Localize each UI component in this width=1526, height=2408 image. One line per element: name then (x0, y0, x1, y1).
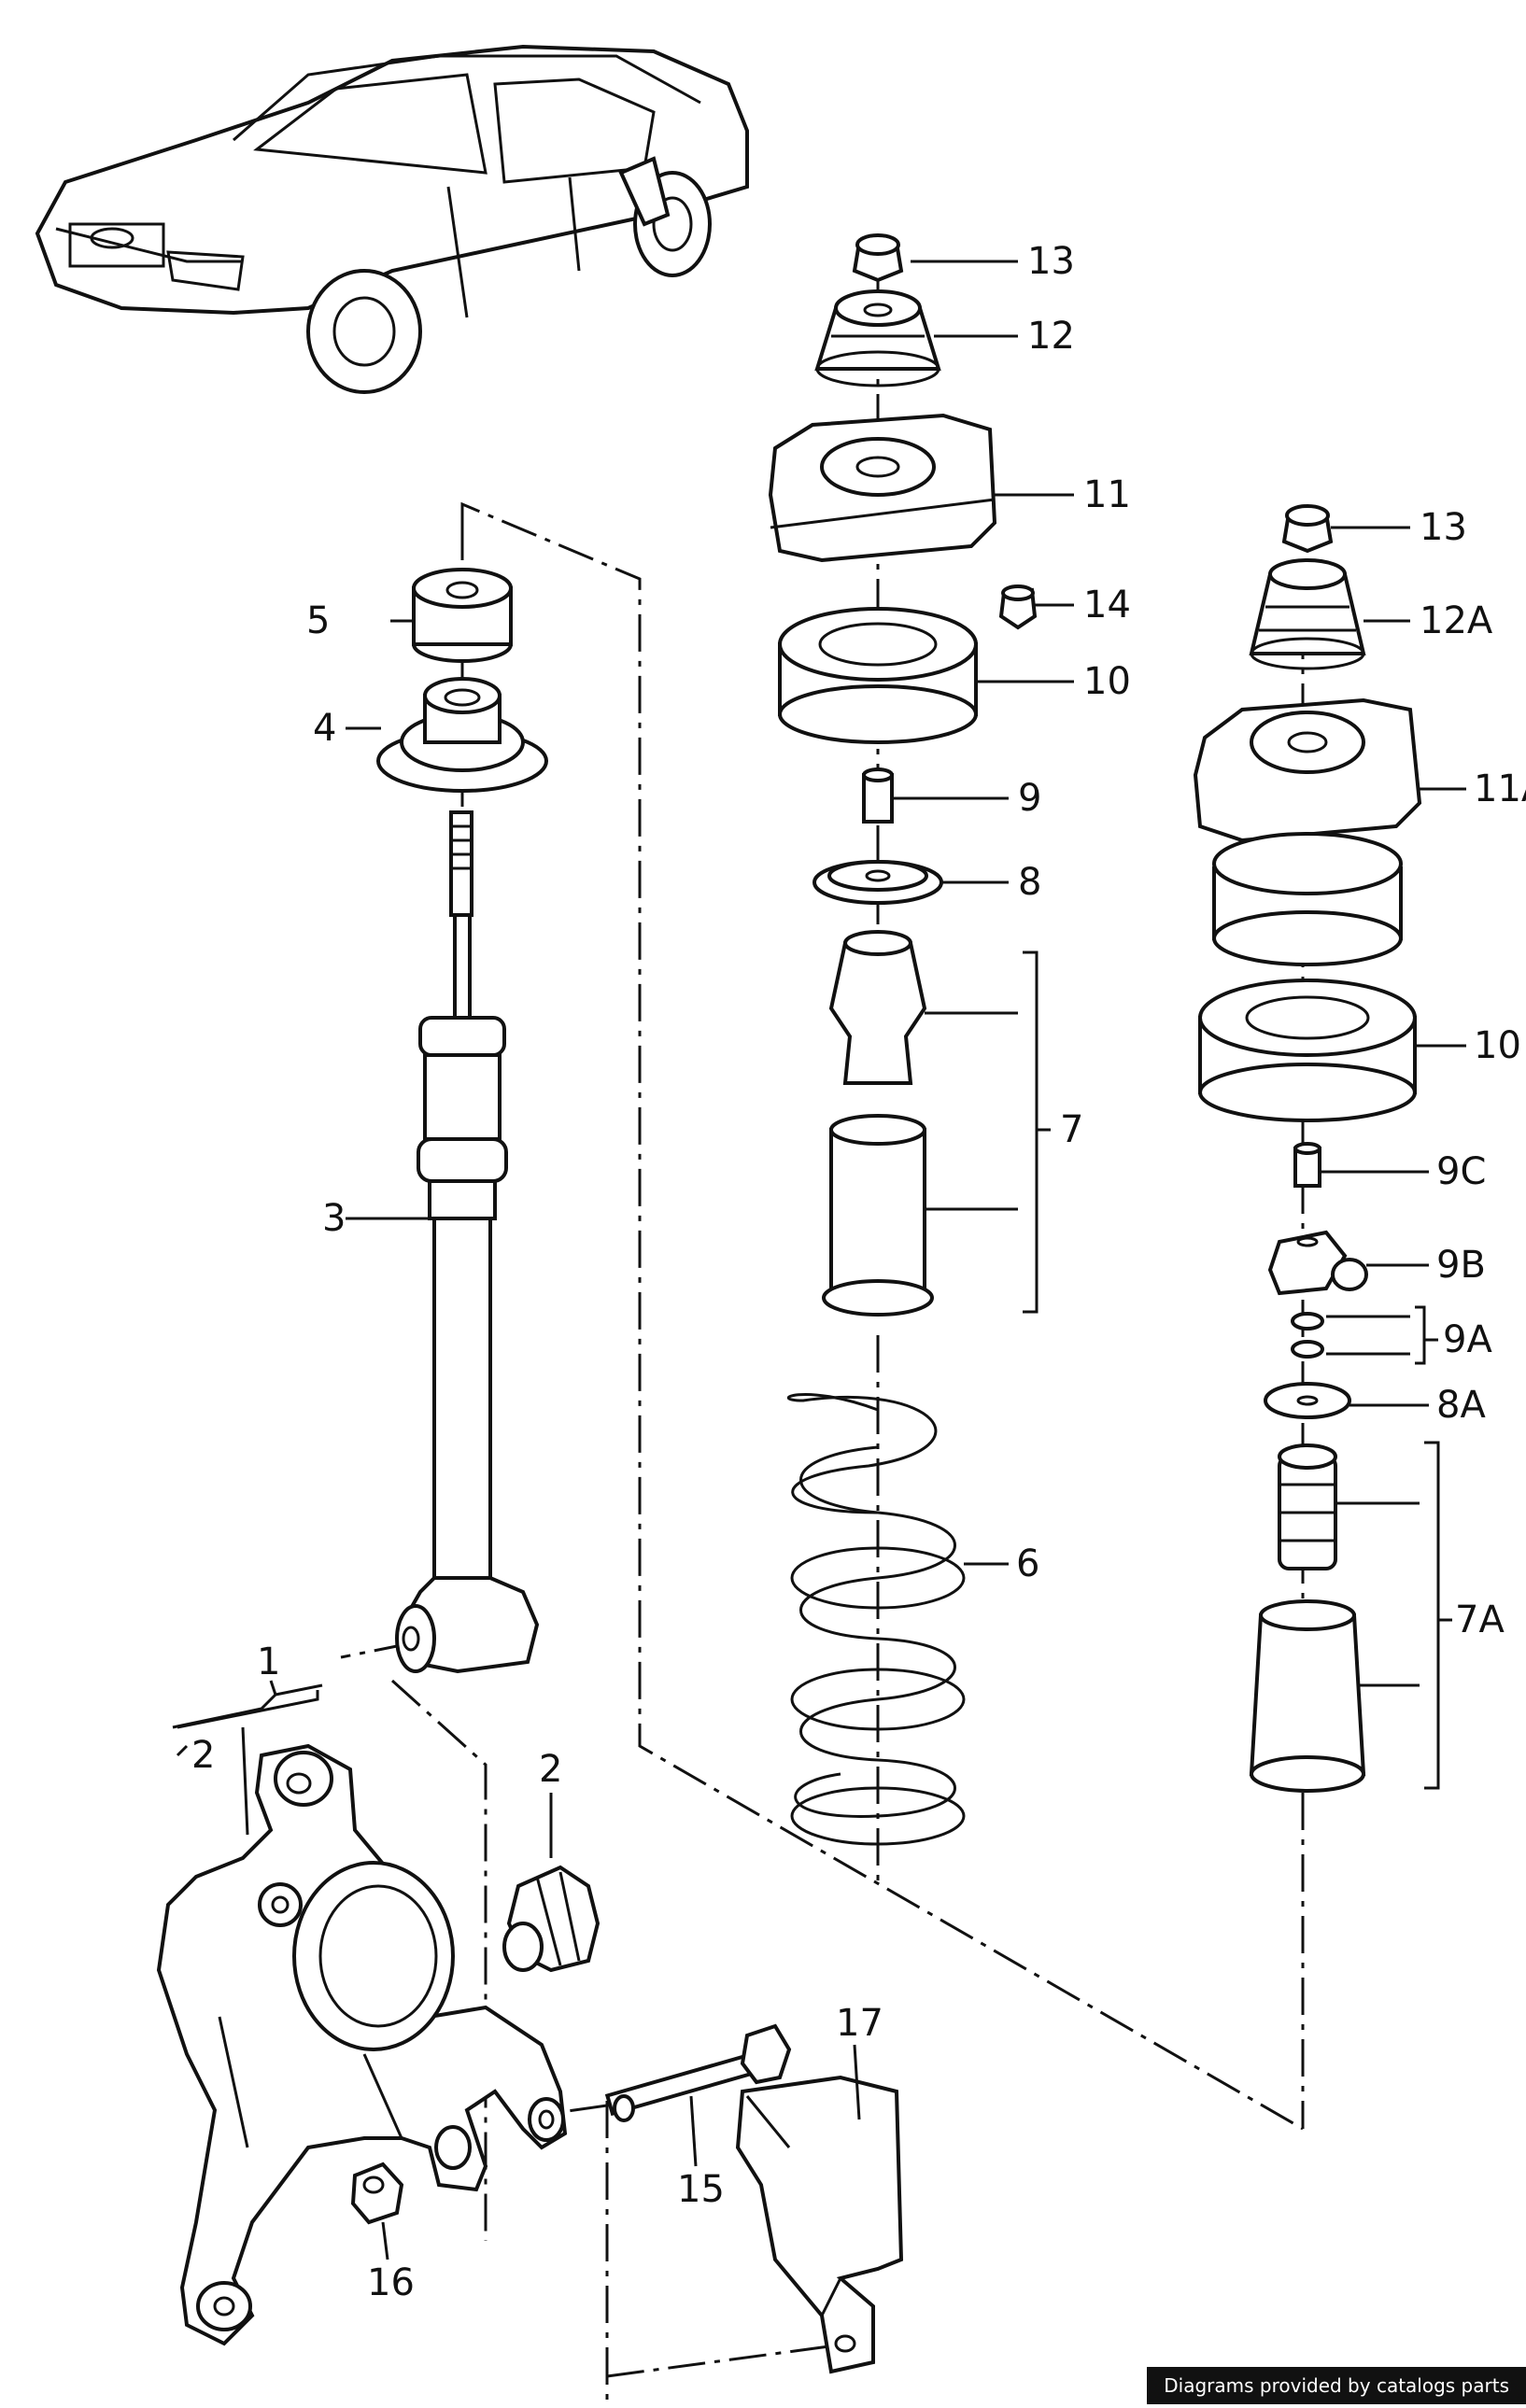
part-8-washer (812, 860, 943, 905)
callout-7: 7 (1060, 1108, 1083, 1151)
callout-7a: 7A (1455, 1598, 1505, 1641)
callout-labels: 13 12 11 14 10 9 8 7 6 5 4 3 1 2 2 15 16… (191, 240, 1526, 2304)
callout-9a: 9A (1443, 1318, 1492, 1361)
callout-14: 14 (1083, 584, 1131, 627)
leader-lines (172, 260, 1466, 2260)
callout-3: 3 (322, 1197, 346, 1240)
callout-2-left: 2 (191, 1734, 215, 1777)
part-10-spring-pad-right (1198, 979, 1417, 1122)
part-4-mount-bearing (376, 677, 548, 793)
part-9-spacer-sleeve (862, 767, 894, 824)
callout-11: 11 (1083, 473, 1131, 516)
part-5-bump-cap (412, 568, 513, 663)
part-8a-washer (1264, 1382, 1351, 1419)
part-17-bracket (735, 2075, 904, 2374)
callout-6: 6 (1016, 1542, 1039, 1585)
part-2-bush (502, 1865, 601, 1973)
callout-5: 5 (306, 599, 330, 642)
part-11a-mounting-plate (1193, 697, 1422, 966)
callout-12: 12 (1027, 315, 1075, 358)
callout-9b: 9B (1436, 1244, 1486, 1287)
part-7a-bump-stop (1249, 1443, 1366, 1793)
callout-10-middle: 10 (1083, 660, 1131, 703)
part-10-spring-pad-upper (778, 607, 978, 744)
callout-10-right: 10 (1474, 1024, 1521, 1067)
part-11-mounting-plate (768, 413, 997, 563)
part-14-nut-side (998, 584, 1038, 630)
part-9a-washers (1291, 1312, 1324, 1359)
part-13-nut-right (1281, 504, 1334, 554)
part-16-nut (350, 2162, 404, 2225)
part-12a-stop (1249, 558, 1366, 670)
callout-11a: 11A (1474, 767, 1526, 810)
callout-15: 15 (677, 2168, 725, 2211)
callout-9c: 9C (1436, 1150, 1486, 1193)
part-15-bolt (604, 2023, 792, 2122)
part-12-stop (814, 289, 941, 387)
callout-17: 17 (836, 2002, 883, 2045)
callout-16: 16 (367, 2261, 415, 2304)
part-13-nut-top (852, 233, 904, 283)
callout-1: 1 (257, 1641, 280, 1683)
part-3-shock-absorber (395, 810, 540, 1674)
part-1-wheel-bearing-housing (156, 1743, 568, 2346)
part-9b-bracket (1267, 1230, 1368, 1296)
callout-13-top: 13 (1027, 240, 1075, 283)
callout-9: 9 (1018, 777, 1041, 820)
callout-8: 8 (1018, 861, 1041, 904)
part-7-bump-stop (822, 930, 934, 1317)
callout-4: 4 (313, 707, 336, 750)
part-6-coil-spring (786, 1392, 966, 1846)
callout-2-right: 2 (539, 1748, 562, 1791)
diagram-credit: Diagrams provided by catalogs parts (1147, 2367, 1526, 2404)
part-9c-sleeve (1293, 1142, 1321, 1188)
callout-13-right: 13 (1420, 506, 1467, 549)
callout-8a: 8A (1436, 1384, 1486, 1427)
callout-12a: 12A (1420, 599, 1493, 642)
car-illustration (35, 44, 749, 394)
